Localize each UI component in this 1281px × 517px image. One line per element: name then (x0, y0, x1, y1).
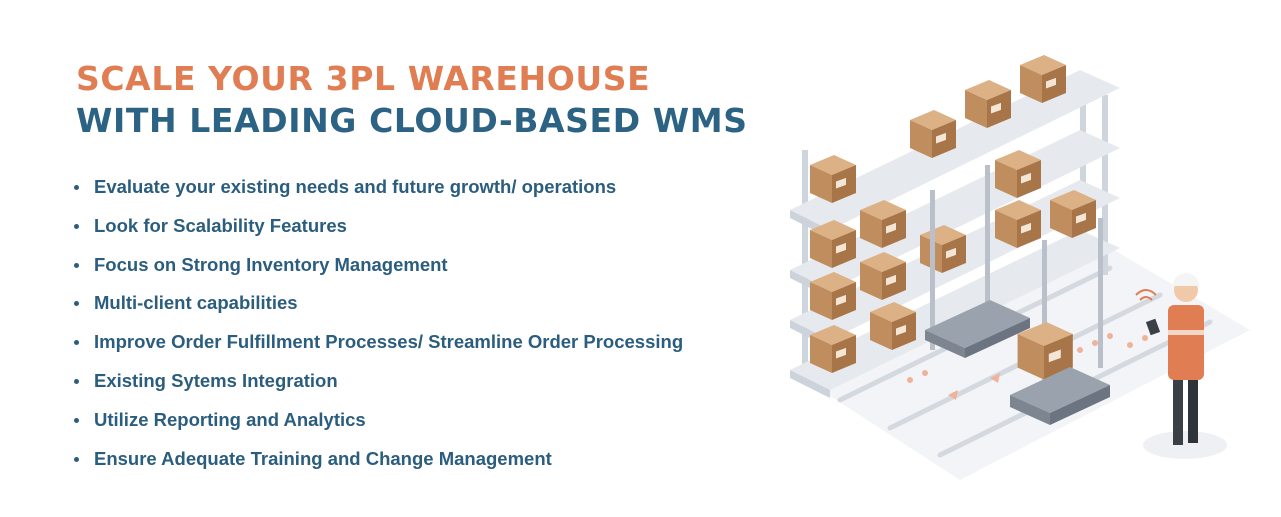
bullet-item: Evaluate your existing needs and future … (74, 172, 683, 211)
robot-lift-1 (925, 165, 1030, 358)
warehouse-robot-illustration-icon (790, 55, 1250, 480)
bullet-text: Ensure Adequate Training and Change Mana… (94, 447, 552, 469)
bullet-item: Improve Order Fulfillment Processes/ Str… (74, 327, 683, 366)
bullet-text: Utilize Reporting and Analytics (94, 408, 366, 430)
headline-line-2: WITH LEADING CLOUD-BASED WMS (76, 101, 748, 140)
bullet-item: Existing Sytems Integration (74, 366, 683, 405)
bullet-item: Focus on Strong Inventory Management (74, 250, 683, 289)
floor-markers (907, 333, 1148, 400)
bullet-dot-icon (74, 223, 79, 229)
bullet-list: Evaluate your existing needs and future … (74, 172, 683, 482)
bullet-text: Focus on Strong Inventory Management (94, 253, 448, 275)
bullet-item: Look for Scalability Features (74, 211, 683, 250)
bullet-item: Multi-client capabilities (74, 288, 683, 327)
bullet-item: Ensure Adequate Training and Change Mana… (74, 444, 683, 483)
bullet-dot-icon (74, 417, 79, 423)
bullet-text: Multi-client capabilities (94, 292, 298, 314)
bullet-dot-icon (74, 378, 79, 384)
robot-lift-2 (1010, 218, 1110, 425)
bullet-text: Improve Order Fulfillment Processes/ Str… (94, 331, 684, 353)
bullet-dot-icon (74, 262, 79, 268)
bullet-item: Utilize Reporting and Analytics (74, 405, 683, 444)
bullet-text: Look for Scalability Features (94, 214, 347, 236)
bullet-text: Existing Sytems Integration (94, 369, 338, 391)
bullet-dot-icon (74, 456, 79, 462)
bullet-dot-icon (74, 185, 79, 190)
bullet-text: Evaluate your existing needs and future … (94, 176, 617, 197)
worker (1135, 273, 1227, 459)
headline: SCALE YOUR 3PL WAREHOUSE WITH LEADING CL… (76, 58, 748, 142)
bullet-dot-icon (74, 340, 79, 346)
bullet-dot-icon (74, 301, 79, 307)
headline-line-1: SCALE YOUR 3PL WAREHOUSE (76, 59, 651, 98)
